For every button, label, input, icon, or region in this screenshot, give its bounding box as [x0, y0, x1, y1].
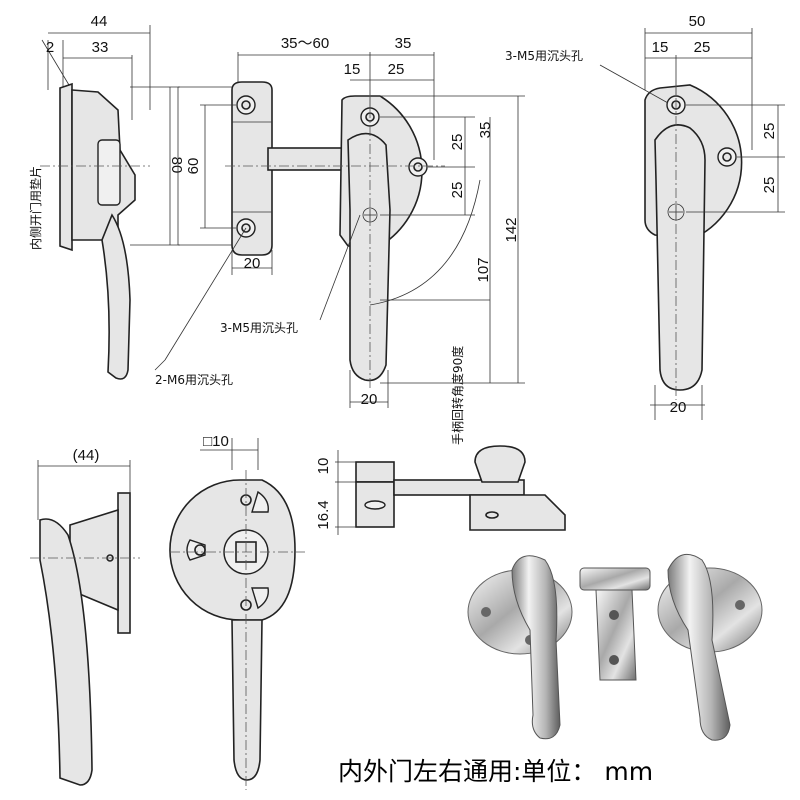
note-m5-right: 3-M5用沉头孔 — [505, 49, 583, 63]
right-view: 50 15 25 25 25 20 3-M5用沉头孔 — [505, 13, 785, 420]
dim-front-25: 25 — [388, 61, 405, 78]
dim-bottom-16-4: 16.4 — [315, 500, 332, 529]
note-m5-front: 3-M5用沉头孔 — [220, 321, 298, 335]
note-spacer: 内侧开门用垫片 — [28, 166, 43, 250]
dim-right-20: 20 — [670, 399, 687, 416]
dim-right-25: 25 — [694, 39, 711, 56]
caption: 内外门左右通用:单位： mm — [338, 757, 654, 786]
product-photo — [467, 553, 763, 741]
front-view: 35～60 35 15 25 60 20 20 25 25 35 107 142… — [154, 35, 525, 445]
bottom-face-view: □10 — [169, 433, 305, 790]
dim-side-33: 33 — [92, 39, 109, 56]
dim-right-15: 15 — [652, 39, 669, 56]
dim-bottom-10: 10 — [315, 458, 332, 475]
dim-side-total: 44 — [91, 13, 108, 30]
note-m6: 2-M6用沉头孔 — [155, 373, 233, 387]
bottom-side-view: (44) — [30, 447, 140, 786]
dim-side-height: 80 — [168, 157, 185, 174]
note-rotation: 手柄回转角度90度 — [450, 346, 465, 445]
dim-right-25-v2: 25 — [761, 177, 778, 194]
dim-front-20-handle: 20 — [361, 391, 378, 408]
dim-front-15: 15 — [344, 61, 361, 78]
dim-front-60: 60 — [185, 158, 202, 175]
dim-front-25-v1: 25 — [449, 134, 466, 151]
dim-front-35-v: 35 — [477, 122, 494, 139]
side-view: 44 2 33 80 内侧开门用垫片 — [28, 13, 185, 380]
dim-right-25-v1: 25 — [761, 123, 778, 140]
dim-bottom-44: (44) — [73, 447, 100, 464]
dim-front-107: 107 — [475, 257, 492, 282]
dim-side-2: 2 — [46, 39, 54, 56]
dim-front-35: 35 — [395, 35, 412, 52]
dim-front-25-v2: 25 — [449, 182, 466, 199]
bottom-section-view: 10 16.4 — [315, 445, 566, 535]
dim-front-20-base: 20 — [244, 255, 261, 272]
dim-front-range: 35～60 — [281, 35, 329, 52]
dim-bottom-square: □10 — [203, 433, 229, 450]
dim-right-50: 50 — [689, 13, 706, 30]
dim-front-142: 142 — [503, 217, 520, 242]
